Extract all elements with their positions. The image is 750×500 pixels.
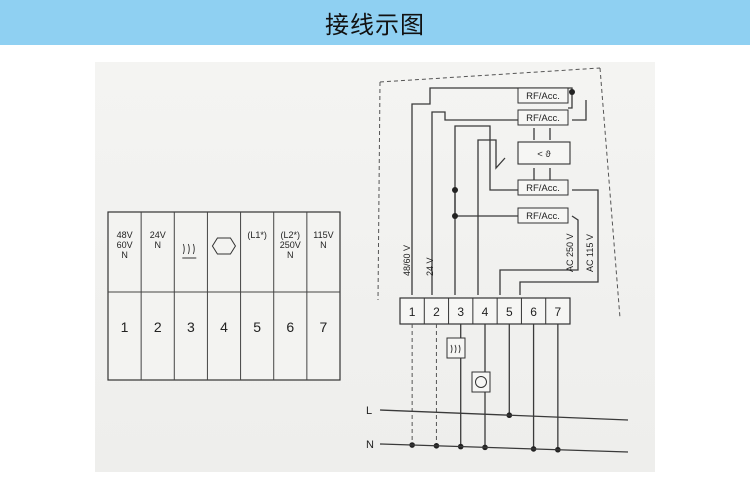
wire-7 bbox=[519, 189, 599, 295]
rail-l-label: L bbox=[366, 405, 372, 417]
pump-symbol bbox=[475, 376, 487, 388]
relay-box-label: RF/Acc. bbox=[526, 91, 560, 102]
voltage-label-ac-250: AC 250 V bbox=[565, 233, 575, 272]
terminal-strip-number: 2 bbox=[433, 305, 440, 319]
junction-dot bbox=[452, 187, 458, 193]
terminal-label-text: N bbox=[154, 240, 161, 250]
relay-box bbox=[517, 87, 569, 104]
relay-box bbox=[517, 109, 569, 126]
heater-icon bbox=[182, 243, 197, 259]
terminal-label-text: N bbox=[121, 250, 128, 260]
rail-n bbox=[379, 443, 629, 453]
page-header: 接线示图 bbox=[0, 0, 750, 45]
terminal-label-text: 115V bbox=[313, 230, 333, 240]
terminal-strip bbox=[399, 297, 571, 325]
pump-icon bbox=[471, 371, 491, 393]
pump-icon bbox=[211, 237, 237, 255]
terminal-number: 7 bbox=[320, 319, 328, 335]
rail-n-label: N bbox=[366, 439, 374, 451]
junction-dot bbox=[569, 89, 575, 95]
heater-waves bbox=[450, 344, 461, 354]
terminal-strip-number: 5 bbox=[506, 305, 513, 319]
enclosure-outline bbox=[377, 67, 621, 319]
relay-box-label: RF/Acc. bbox=[526, 211, 560, 222]
schematic: RF/Acc. RF/Acc. RF/Acc. RF/Acc. < ϑ 48/60 V… bbox=[366, 67, 629, 453]
wire-5 bbox=[454, 190, 518, 217]
terminal-label-text: (L2*) bbox=[281, 230, 301, 240]
thermostat-switch-box bbox=[517, 141, 571, 165]
wire-1 bbox=[411, 87, 573, 295]
terminal-label-text: 48V bbox=[117, 230, 133, 240]
terminal-number: 2 bbox=[154, 319, 162, 335]
wire-4 bbox=[477, 139, 506, 295]
terminal-number: 5 bbox=[253, 319, 261, 335]
relay-box-label: RF/Acc. bbox=[526, 183, 560, 194]
wire-8 bbox=[572, 100, 587, 121]
terminal-number: 6 bbox=[286, 319, 294, 335]
terminal-strip-number: 4 bbox=[482, 305, 489, 319]
terminal-label-text: N bbox=[320, 240, 327, 250]
voltage-label-24: 24 V bbox=[425, 257, 435, 276]
wire-2 bbox=[431, 111, 518, 295]
terminal-strip-number: 7 bbox=[555, 305, 562, 319]
relay-box bbox=[517, 207, 569, 224]
switch-symbol: < ϑ bbox=[537, 149, 551, 160]
terminal-strip-number: 3 bbox=[457, 305, 464, 319]
page-title: 接线示图 bbox=[325, 11, 425, 39]
terminal-number: 1 bbox=[121, 319, 129, 335]
terminal-label-text: 250V bbox=[280, 240, 301, 250]
relay-box bbox=[517, 179, 569, 196]
voltage-label-ac-115: AC 115 V bbox=[585, 234, 595, 272]
terminal-table-frame bbox=[107, 211, 341, 381]
voltage-label-48-60: 48/60 V bbox=[402, 245, 412, 276]
junction-dot bbox=[452, 213, 458, 219]
relay-box-label: RF/Acc. bbox=[526, 113, 560, 124]
terminal-number: 4 bbox=[220, 319, 228, 335]
wire-6 bbox=[499, 215, 579, 295]
terminal-strip-number: 6 bbox=[530, 305, 537, 319]
terminal-strip-number: 1 bbox=[409, 305, 416, 319]
rail-l bbox=[379, 409, 629, 421]
terminal-label-text: 60V bbox=[117, 240, 133, 250]
wire-3 bbox=[454, 125, 518, 295]
terminal-label-text: 24V bbox=[150, 230, 166, 240]
terminal-label-text: N bbox=[287, 250, 294, 260]
terminal-label-text: (L1*) bbox=[247, 230, 267, 240]
terminal-number: 3 bbox=[187, 319, 195, 335]
